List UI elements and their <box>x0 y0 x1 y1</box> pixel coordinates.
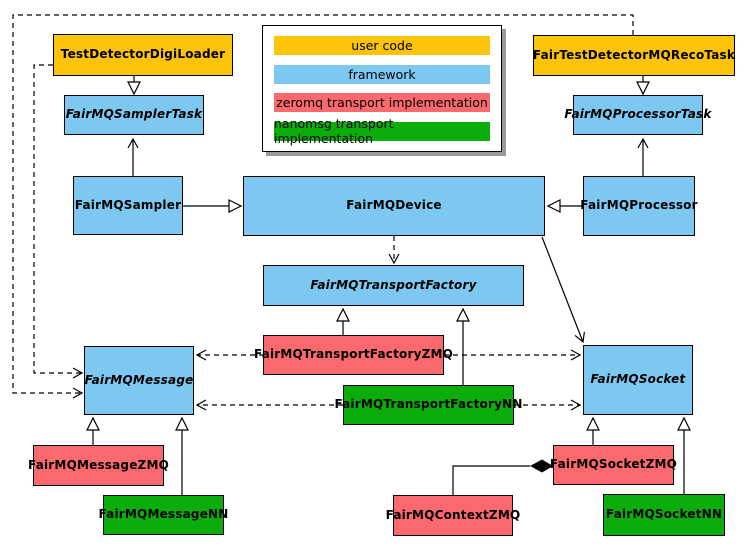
class-box-fairmqmessagezmq: FairMQMessageZMQ <box>28 445 169 486</box>
class-box-fairmqtransportfactory: FairMQTransportFactory <box>263 265 524 306</box>
legend-box: user code framework zeromq transport imp… <box>262 25 502 152</box>
class-box-fairmqsamplertask: FairMQSamplerTask <box>64 95 204 135</box>
class-box-fairmqsocketnn: FairMQSocketNN <box>603 494 725 536</box>
class-box-fairmqsampler: FairMQSampler <box>73 176 183 235</box>
class-box-fairmqdevice: FairMQDevice <box>243 176 545 236</box>
legend-swatch-nanomsg: nanomsg transport implementation <box>274 116 490 146</box>
composition-diamond <box>530 459 553 473</box>
edge-digiloader-message <box>33 64 84 379</box>
legend-swatch-zeromq: zeromq transport implementation <box>274 93 490 113</box>
class-box-fairtestdetectormqrecotask: FairTestDetectorMQRecoTask <box>533 35 735 76</box>
legend-swatch-framework: framework <box>274 64 490 84</box>
class-box-fairmqtransportfactorynn: FairMQTransportFactoryNN <box>334 385 522 425</box>
class-box-fairmqtransportfactoryzmq: FairMQTransportFactoryZMQ <box>254 335 453 375</box>
class-box-fairmqsocket: FairMQSocket <box>583 345 693 415</box>
class-box-fairmqsocketzmq: FairMQSocketZMQ <box>550 445 677 485</box>
class-box-fairmqcontextzmq: FairMQContextZMQ <box>386 495 520 536</box>
class-box-fairmqprocessor: FairMQProcessor <box>580 176 698 236</box>
class-box-testdetectordigiloader: TestDetectorDigiLoader <box>53 34 233 76</box>
edge-recotask-message <box>12 14 634 399</box>
edge-contextzmq-socketzmq <box>452 465 530 495</box>
class-box-fairmqprocessortask: FairMQProcessorTask <box>564 95 711 135</box>
legend-swatch-user-code: user code <box>274 36 490 55</box>
class-box-fairmqmessage: FairMQMessage <box>84 346 194 415</box>
edge-device-socket <box>541 236 585 344</box>
class-box-fairmqmessagenn: FairMQMessageNN <box>98 495 228 535</box>
